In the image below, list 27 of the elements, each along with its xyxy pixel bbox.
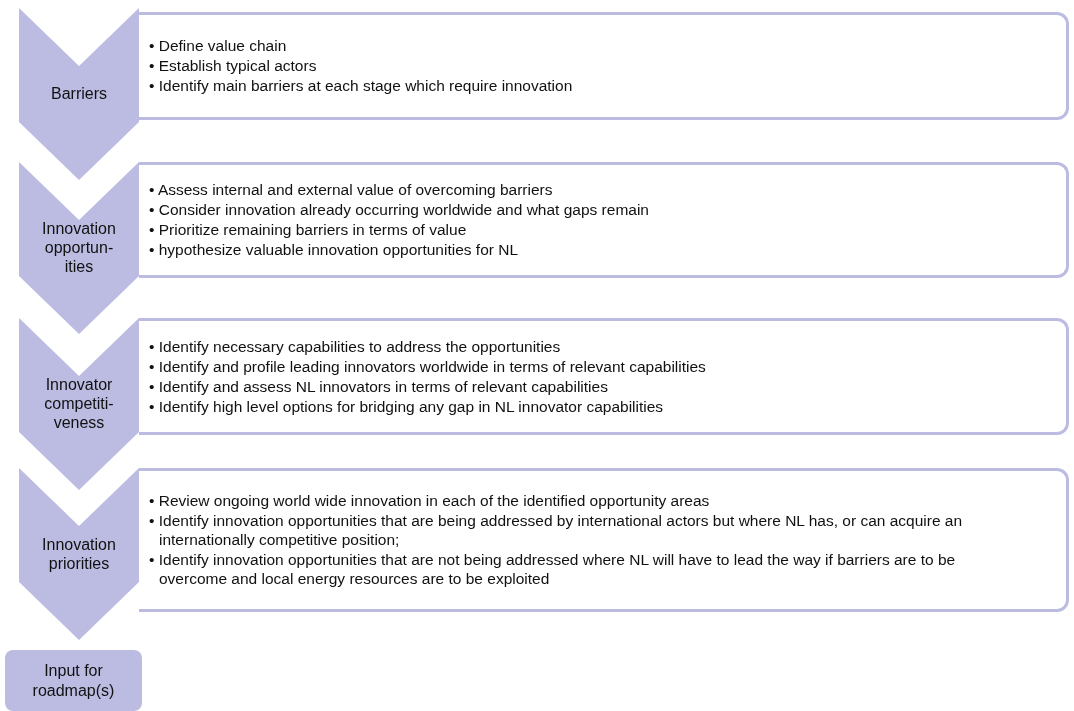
bullet-list-box [139, 468, 1069, 612]
bullet-item: • Prioritize remaining barriers in terms of value [149, 220, 468, 239]
bullet-item: • Identify high level options for bridging any gap in NL innovator capabilities [149, 396, 665, 416]
bullet-list-box [139, 12, 1069, 120]
bullet-item: • Review ongoing world wide innovation in each of the identified opportunity areas [149, 491, 711, 510]
bullet-item: • hypothesize valuable innovation opportunities for NL [149, 240, 520, 259]
output-box: Input for roadmap(s) [5, 650, 142, 711]
step-label: Barriers [50, 84, 108, 104]
step-label: Innovation opportun-ities [41, 219, 117, 277]
bullet-item: • Assess internal and external value of overcoming barriers [149, 180, 554, 199]
bullet-item: • Identify main barriers at each stage which require innovation [149, 76, 573, 95]
bullet-item: • Identify and profile leading innovators worldwide in terms of relevant capabilities [149, 356, 706, 376]
bullet-item: • Establish typical actors [149, 56, 318, 75]
chevron-step [19, 468, 139, 640]
bullet-item: • Consider innovation already occurring worldwide and what gaps remain [149, 200, 649, 219]
bullet-item: • Identify innovation opportunities that are not being addressed where NL will have to lead the way if barriers are to be overcome and local energy resources are to be exploited [149, 550, 957, 588]
bullet-list-box [139, 318, 1069, 435]
bullet-item: • Identify and assess NL innovators in terms of relevant capabilities [149, 376, 609, 396]
bullet-item: • Define value chain [149, 36, 288, 55]
chevron-step [19, 162, 139, 334]
chevron-step [19, 318, 139, 490]
chevron-step [19, 8, 139, 180]
bullet-item: • Identify necessary capabilities to address the opportunities [149, 336, 562, 356]
step-label: Innovator competiti-veness [43, 375, 115, 433]
bullet-item: • Identify innovation opportunities that are being addressed by international actors but where NL has, or can acquire an internationally competitive position; [149, 511, 964, 549]
step-label: Innovation priorities [41, 535, 117, 573]
bullet-list-box [139, 162, 1069, 278]
